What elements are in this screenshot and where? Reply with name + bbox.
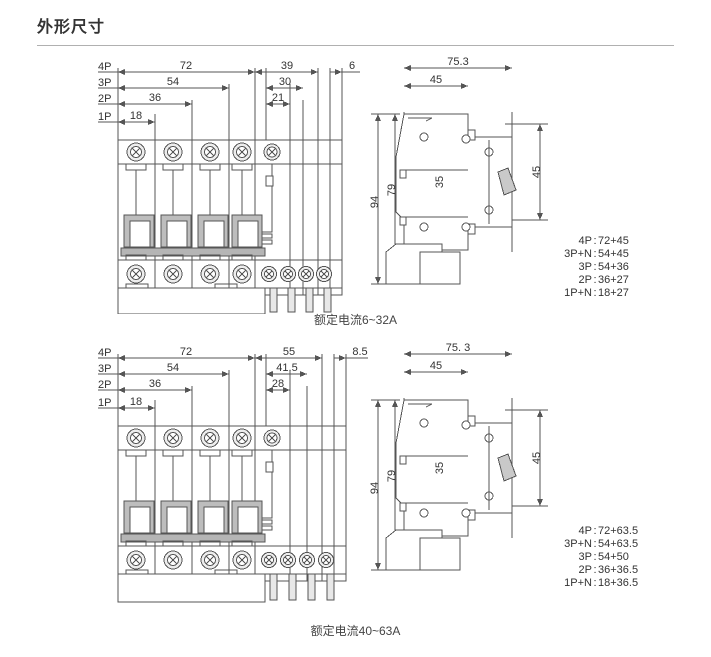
dim-bottom-4p-72: 72 xyxy=(180,346,192,358)
dim-top-3p-54: 54 xyxy=(167,76,179,88)
spec-bottom-value-1: 54+63.5 xyxy=(598,538,638,550)
diagram-rated-current-40-63a: 72 54 36 18 55 41.5 28 8.5 75. 3 45 94 7… xyxy=(0,338,711,613)
dim-top-right-21: 21 xyxy=(272,92,284,104)
spec-colon-b4: : xyxy=(593,577,596,589)
dim-top-right-39: 39 xyxy=(281,60,293,72)
spec-bottom-pole-4: 1P+N xyxy=(564,577,592,589)
spec-bottom-pole-0: 4P xyxy=(579,525,592,537)
spec-colon-3: : xyxy=(593,274,596,286)
spec-top-value-3: 36+27 xyxy=(598,274,629,286)
pole-label-bottom-2p: 2P xyxy=(98,379,111,391)
caption-rated-current-6-32a: 额定电流6~32A xyxy=(313,313,398,327)
spec-top-pole-1: 3P+N xyxy=(564,248,592,260)
bottom-diagram-svg: 72 54 36 18 55 41.5 28 8.5 75. 3 45 94 7… xyxy=(98,342,638,603)
caption-rated-current-40-63a: 额定电流40~63A xyxy=(310,624,401,638)
dim-bottom-right-55: 55 xyxy=(283,346,295,358)
spec-top-pole-2: 3P xyxy=(579,261,592,273)
spec-bottom-pole-2: 3P xyxy=(579,551,592,563)
pole-label-top-3p: 3P xyxy=(98,77,111,89)
dim-top-height-35: 35 xyxy=(434,176,446,188)
spec-top-pole-3: 2P xyxy=(579,274,592,286)
dim-bottom-edge-85: 8.5 xyxy=(352,346,367,358)
spec-colon-b0: : xyxy=(593,525,596,537)
spec-colon-0: : xyxy=(593,235,596,247)
spec-bottom-value-3: 36+36.5 xyxy=(598,564,638,576)
spec-colon-2: : xyxy=(593,261,596,273)
spec-top-value-1: 54+45 xyxy=(598,248,629,260)
diagram-rated-current-6-32a: 72 54 36 18 39 30 21 6 75.3 45 94 79 35 … xyxy=(0,52,711,314)
pole-label-top-2p: 2P xyxy=(98,93,111,105)
dim-top-edge-6: 6 xyxy=(349,60,355,72)
top-diagram-svg: 72 54 36 18 39 30 21 6 75.3 45 94 79 35 … xyxy=(98,56,629,314)
page-title: 外形尺寸 xyxy=(37,19,106,36)
dim-bottom-right-415: 41.5 xyxy=(276,362,297,374)
spec-bottom-value-4: 18+36.5 xyxy=(598,577,638,589)
dim-bottom-right-28: 28 xyxy=(272,378,284,390)
dim-bottom-1p-18: 18 xyxy=(130,396,142,408)
pole-label-bottom-4p: 4P xyxy=(98,347,111,359)
spec-colon-1: : xyxy=(593,248,596,260)
dim-bottom-depth-45: 45 xyxy=(430,360,442,372)
spec-top-value-2: 54+36 xyxy=(598,261,629,273)
spec-bottom-value-2: 54+50 xyxy=(598,551,629,563)
spec-colon-4: : xyxy=(593,287,596,299)
spec-top-value-0: 72+45 xyxy=(598,235,629,247)
pole-label-top-1p: 1P xyxy=(98,111,111,123)
spec-colon-b3: : xyxy=(593,564,596,576)
dim-bottom-height-35: 35 xyxy=(434,462,446,474)
dim-top-depth-45: 45 xyxy=(430,74,442,86)
dim-top-height-45: 45 xyxy=(531,166,543,178)
spec-bottom-pole-1: 3P+N xyxy=(564,538,592,550)
dim-bottom-2p-36: 36 xyxy=(149,378,161,390)
dim-top-2p-36: 36 xyxy=(149,92,161,104)
dim-top-right-30: 30 xyxy=(279,76,291,88)
spec-top-pole-4: 1P+N xyxy=(564,287,592,299)
spec-colon-b2: : xyxy=(593,551,596,563)
dim-top-1p-18: 18 xyxy=(130,110,142,122)
spec-colon-b1: : xyxy=(593,538,596,550)
dim-top-4p-72: 72 xyxy=(180,60,192,72)
dim-top-height-94: 94 xyxy=(369,196,381,208)
spec-bottom-pole-3: 2P xyxy=(579,564,592,576)
dim-bottom-height-94: 94 xyxy=(369,482,381,494)
dim-bottom-3p-54: 54 xyxy=(167,362,179,374)
title-divider xyxy=(37,45,674,46)
dim-top-height-79: 79 xyxy=(386,184,398,196)
dim-bottom-height-79: 79 xyxy=(386,470,398,482)
dim-bottom-height-45: 45 xyxy=(531,452,543,464)
pole-label-bottom-3p: 3P xyxy=(98,363,111,375)
spec-top-pole-0: 4P xyxy=(579,235,592,247)
pole-label-top-4p: 4P xyxy=(98,61,111,73)
spec-bottom-value-0: 72+63.5 xyxy=(598,525,638,537)
spec-top-value-4: 18+27 xyxy=(598,287,629,299)
pole-label-bottom-1p: 1P xyxy=(98,397,111,409)
dim-bottom-depth-753: 75. 3 xyxy=(446,342,470,354)
dim-top-depth-753: 75.3 xyxy=(447,56,468,68)
